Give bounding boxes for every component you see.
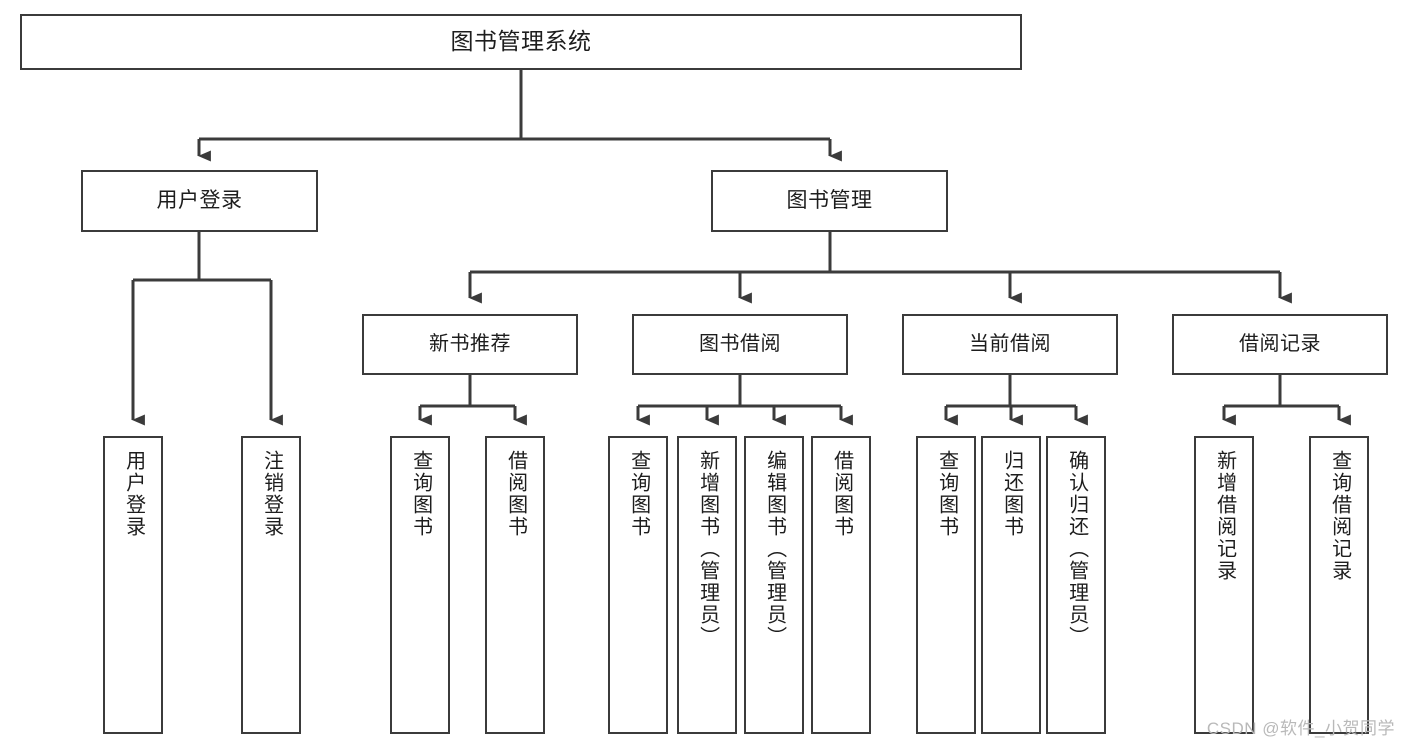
node-leaf-borrow-book-1-label: 借阅图书 <box>504 450 527 538</box>
node-leaf-borrow-book-2[interactable]: 借阅图书 <box>811 436 871 734</box>
node-new-book-recommend-label: 新书推荐 <box>429 333 511 356</box>
node-leaf-return-book-label: 归还图书 <box>1000 450 1023 538</box>
node-root[interactable]: 图书管理系统 <box>20 14 1022 70</box>
node-leaf-query-book-1[interactable]: 查询图书 <box>390 436 450 734</box>
node-leaf-add-record-label: 新增借阅记录 <box>1213 450 1236 582</box>
node-user-login-label: 用户登录 <box>156 189 243 213</box>
node-leaf-query-book-2-label: 查询图书 <box>627 450 650 538</box>
node-leaf-confirm-return[interactable]: 确认归还（管理员） <box>1046 436 1106 734</box>
watermark-text: CSDN @软件_小贺同学 <box>1206 719 1395 738</box>
node-leaf-return-book[interactable]: 归还图书 <box>981 436 1041 734</box>
node-leaf-query-book-1-label: 查询图书 <box>409 450 432 538</box>
node-book-manage-label: 图书管理 <box>786 189 873 213</box>
node-leaf-user-login-label: 用户登录 <box>122 450 145 538</box>
node-leaf-confirm-return-label: 确认归还（管理员） <box>1065 450 1088 648</box>
node-leaf-logout-label: 注销登录 <box>260 450 283 538</box>
node-leaf-query-book-2[interactable]: 查询图书 <box>608 436 668 734</box>
node-book-manage[interactable]: 图书管理 <box>711 170 948 232</box>
node-user-login[interactable]: 用户登录 <box>81 170 318 232</box>
node-leaf-logout[interactable]: 注销登录 <box>241 436 301 734</box>
node-leaf-user-login[interactable]: 用户登录 <box>103 436 163 734</box>
node-current-borrow-label: 当前借阅 <box>969 333 1051 356</box>
node-leaf-query-book-3[interactable]: 查询图书 <box>916 436 976 734</box>
node-leaf-edit-book[interactable]: 编辑图书（管理员） <box>744 436 804 734</box>
node-leaf-add-book-label: 新增图书（管理员） <box>696 450 719 648</box>
node-leaf-borrow-book-2-label: 借阅图书 <box>830 450 853 538</box>
node-new-book-recommend[interactable]: 新书推荐 <box>362 314 578 375</box>
node-leaf-edit-book-label: 编辑图书（管理员） <box>763 450 786 648</box>
node-root-label: 图书管理系统 <box>450 28 592 55</box>
node-borrow-record-label: 借阅记录 <box>1239 333 1321 356</box>
node-leaf-query-record-label: 查询借阅记录 <box>1328 450 1351 582</box>
node-leaf-query-record[interactable]: 查询借阅记录 <box>1309 436 1369 734</box>
node-leaf-borrow-book-1[interactable]: 借阅图书 <box>485 436 545 734</box>
node-leaf-query-book-3-label: 查询图书 <box>935 450 958 538</box>
node-leaf-add-record[interactable]: 新增借阅记录 <box>1194 436 1254 734</box>
node-book-borrow-label: 图书借阅 <box>699 333 781 356</box>
node-book-borrow[interactable]: 图书借阅 <box>632 314 848 375</box>
node-borrow-record[interactable]: 借阅记录 <box>1172 314 1388 375</box>
node-current-borrow[interactable]: 当前借阅 <box>902 314 1118 375</box>
node-leaf-add-book[interactable]: 新增图书（管理员） <box>677 436 737 734</box>
